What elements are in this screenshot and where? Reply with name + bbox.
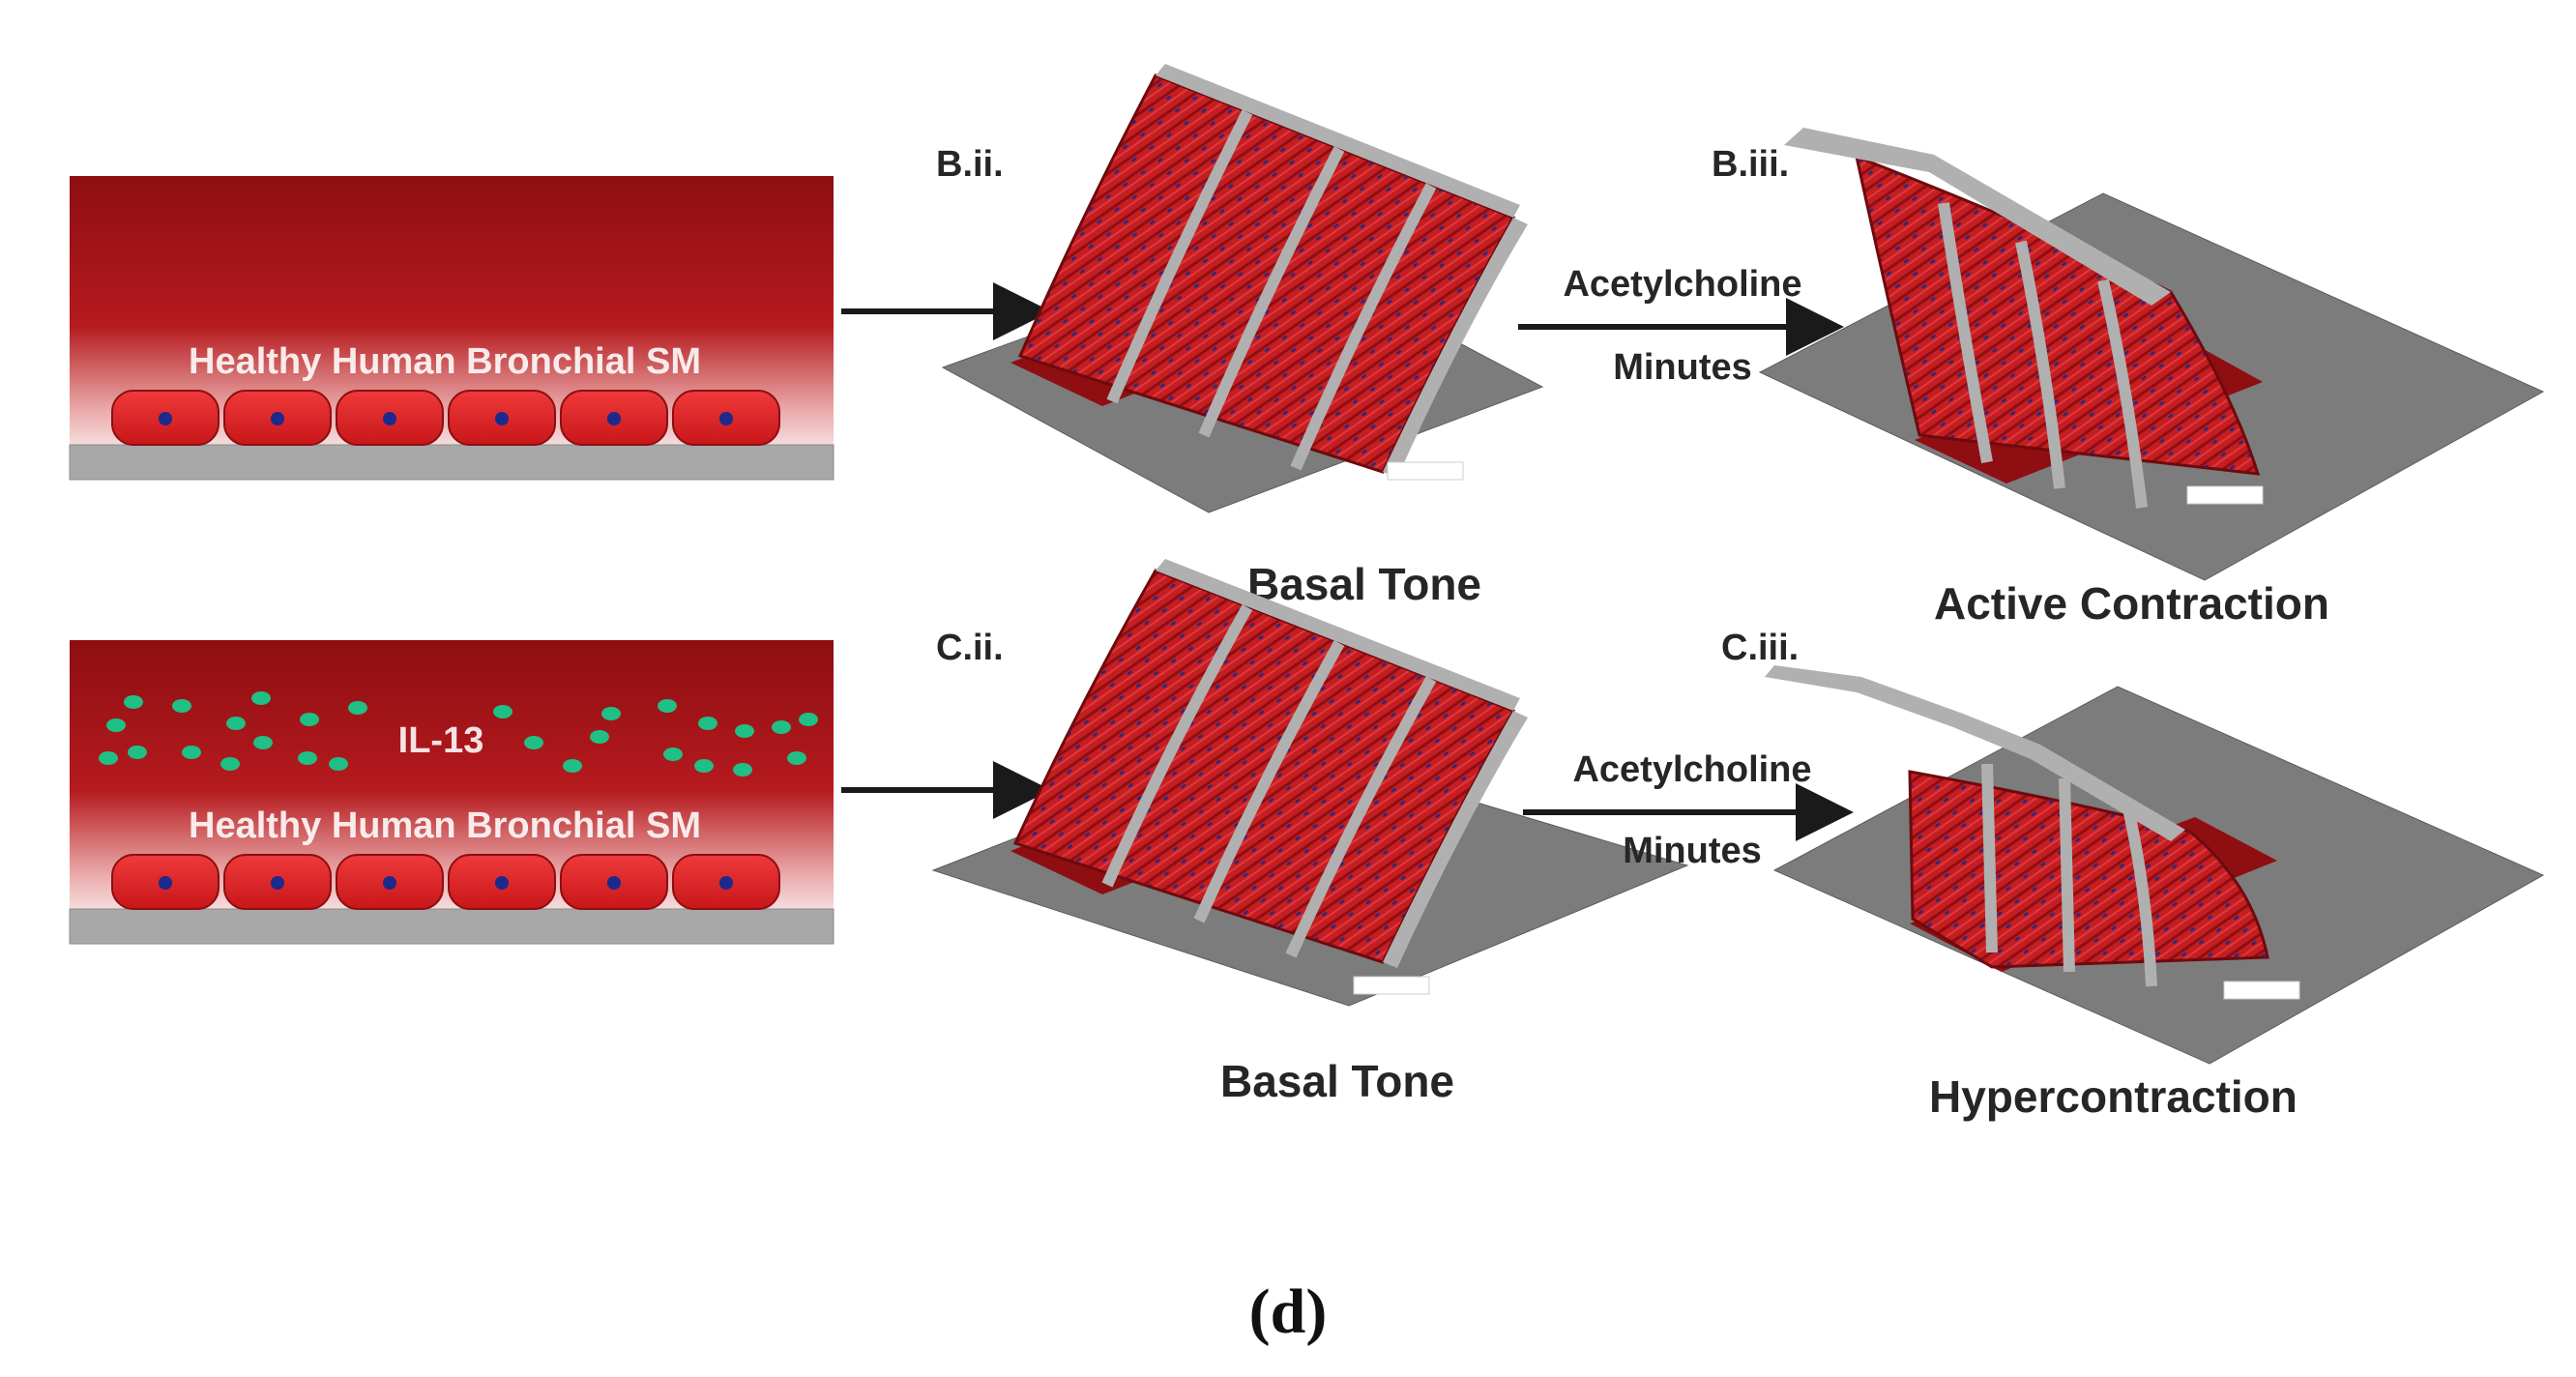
il13-tissue-panel: IL-13 Healthy Human Bronchial SM xyxy=(69,640,834,945)
il13-dot xyxy=(348,701,367,715)
cell-layer xyxy=(111,854,780,910)
film-divider xyxy=(1290,183,1437,471)
scale-bar xyxy=(2186,485,2264,505)
il13-dot xyxy=(298,751,317,765)
film-divider xyxy=(2122,803,2157,987)
il13-dot xyxy=(251,691,271,705)
il13-dot xyxy=(124,695,143,709)
mtf-basal-tone-b xyxy=(941,64,1544,513)
mtf-basal-tone-c xyxy=(931,559,1689,1007)
stimulus-label: Acetylcholine xyxy=(1563,264,1801,305)
film-divider xyxy=(2059,777,2075,973)
caption-active-contraction: Active Contraction xyxy=(1934,578,2329,629)
film-divider xyxy=(1285,676,1437,958)
substrate-slab xyxy=(69,444,834,481)
smooth-muscle-cell xyxy=(336,390,444,446)
stimulus-label: Acetylcholine xyxy=(1572,749,1811,790)
il13-particles xyxy=(99,691,818,776)
il13-dot xyxy=(99,751,118,765)
il13-dot xyxy=(787,751,806,765)
smooth-muscle-cell xyxy=(560,854,668,910)
smooth-muscle-cell xyxy=(111,390,220,446)
il13-dot xyxy=(563,759,582,773)
label-c-iii: C.iii. xyxy=(1721,628,1799,668)
film-side xyxy=(1383,218,1528,478)
film-edge xyxy=(1765,665,2185,841)
il13-dot xyxy=(253,736,273,749)
smooth-muscle-cell xyxy=(448,854,556,910)
il13-dot xyxy=(733,763,752,776)
smooth-muscle-cell xyxy=(223,854,332,910)
film-divider xyxy=(2097,278,2148,509)
il13-dot xyxy=(226,717,246,730)
film-divider xyxy=(1193,640,1345,923)
il13-dot xyxy=(590,730,609,744)
film-edge xyxy=(1156,559,1520,711)
smooth-muscle-cell xyxy=(672,854,780,910)
scale-bar xyxy=(1353,976,1430,995)
il13-dot xyxy=(772,720,791,734)
label-c-ii: C.ii. xyxy=(936,628,1004,668)
subfigure-label: (d) xyxy=(1249,1276,1328,1347)
il13-box-label: Healthy Human Bronchial SM xyxy=(189,806,701,846)
smooth-muscle-cell xyxy=(336,854,444,910)
il13-dot xyxy=(601,707,621,720)
il13-dot xyxy=(698,717,717,730)
smooth-muscle-cell xyxy=(111,854,220,910)
film-edge xyxy=(1156,64,1520,218)
film-divider xyxy=(1938,202,1993,464)
film-divider xyxy=(1101,604,1253,888)
film-divider xyxy=(1198,146,1345,438)
il13-dot xyxy=(300,713,319,726)
il13-dot xyxy=(493,705,512,718)
il13-dot xyxy=(658,699,677,713)
il13-label: IL-13 xyxy=(398,720,484,761)
il13-dot xyxy=(329,757,348,771)
il13-dot xyxy=(799,713,818,726)
il13-dot xyxy=(106,718,126,732)
il13-dot xyxy=(694,759,714,773)
duration-label: Minutes xyxy=(1623,831,1762,871)
il13-dot xyxy=(172,699,191,713)
healthy-box-label: Healthy Human Bronchial SM xyxy=(189,341,701,382)
film-divider xyxy=(2015,240,2065,489)
smooth-muscle-cell xyxy=(672,390,780,446)
il13-dot xyxy=(128,746,147,759)
duration-label: Minutes xyxy=(1613,347,1752,388)
caption-basal-tone-c: Basal Tone xyxy=(1220,1056,1454,1106)
mtf-hypercontraction xyxy=(1765,665,2545,1065)
smooth-muscle-cell xyxy=(560,390,668,446)
cell-layer xyxy=(111,390,780,446)
scale-bar xyxy=(2223,981,2300,1000)
smooth-muscle-cell xyxy=(448,390,556,446)
label-b-iii: B.iii. xyxy=(1712,144,1789,185)
label-b-ii: B.ii. xyxy=(936,144,1004,185)
il13-dot xyxy=(735,724,754,738)
scale-bar xyxy=(1387,461,1464,481)
film-divider xyxy=(1106,109,1253,404)
il13-dot xyxy=(663,747,683,761)
smooth-muscle-cell xyxy=(223,390,332,446)
il13-dot xyxy=(220,757,240,771)
il13-dot xyxy=(182,746,201,759)
film-edge xyxy=(1784,128,2171,306)
mtf-active-contraction xyxy=(1758,128,2545,581)
il13-dot xyxy=(524,736,543,749)
substrate-slab xyxy=(69,908,834,945)
caption-hypercontraction: Hypercontraction xyxy=(1929,1071,2298,1122)
caption-basal-tone-b: Basal Tone xyxy=(1247,559,1481,609)
healthy-tissue-panel: Healthy Human Bronchial SM xyxy=(69,176,834,481)
film-divider xyxy=(1981,763,1998,953)
film-side xyxy=(1383,711,1528,968)
